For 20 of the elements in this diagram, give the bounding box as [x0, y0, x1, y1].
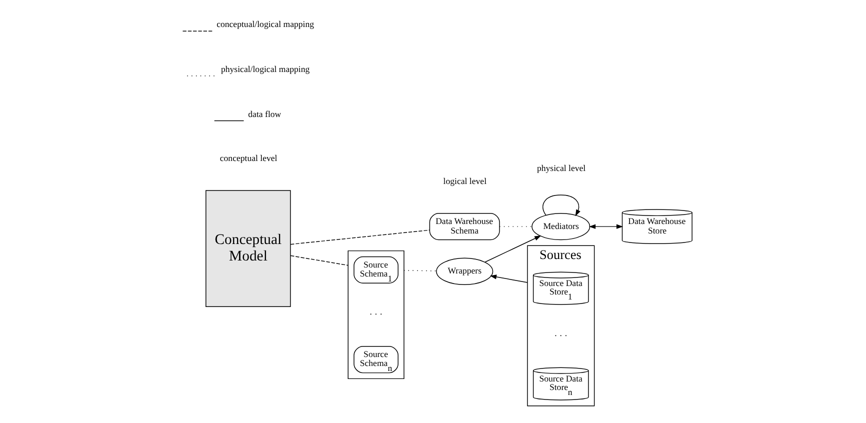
- legend-label: conceptual/logical mapping: [216, 19, 314, 30]
- connector: [499, 226, 532, 227]
- legend-label: physical/logical mapping: [220, 64, 310, 74]
- arrow: [588, 224, 624, 229]
- label: · · ·: [554, 330, 568, 340]
- arrow: [542, 194, 580, 216]
- legend-label: data flow: [248, 108, 282, 119]
- node-ellipse: Wrappers: [436, 258, 494, 285]
- label: logical level: [443, 176, 487, 186]
- label: conceptual level: [220, 153, 278, 164]
- label: physical level: [536, 162, 586, 173]
- cluster: [348, 250, 404, 380]
- arrow: [484, 236, 542, 262]
- arrow: [490, 274, 528, 283]
- connector: [290, 255, 348, 266]
- label: · · ·: [369, 309, 383, 320]
- node-box: Conceptual Model: [206, 190, 291, 308]
- connector: [290, 230, 430, 245]
- connector: [404, 270, 437, 272]
- node-box: Data Warehouse Schema: [429, 212, 500, 240]
